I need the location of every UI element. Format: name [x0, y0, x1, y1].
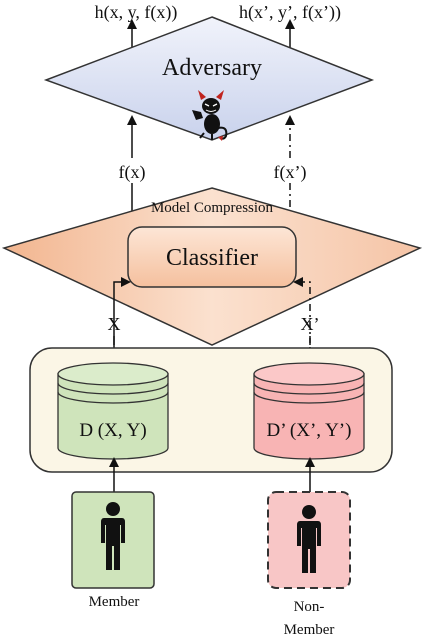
nonmember-person-icon — [297, 505, 321, 573]
member-prediction-label: f(x) — [119, 162, 146, 183]
member-input-label: X — [108, 314, 121, 334]
member-output-label: h(x, y, f(x)) — [95, 2, 178, 23]
nonmember-prediction-label: f(x’) — [274, 162, 307, 183]
nonmember-label-line1: Non- — [294, 599, 325, 615]
member-database — [57, 362, 169, 460]
member-person-icon — [101, 502, 125, 570]
member-database-label: D (X, Y) — [79, 420, 146, 441]
nonmember-database — [253, 362, 365, 460]
nonmember-input-arrow — [293, 277, 311, 345]
model-compression-label: Model Compression — [151, 200, 274, 216]
devil-icon — [192, 90, 228, 141]
nonmember-database-label: D’ (X’, Y’) — [267, 420, 352, 441]
nonmember-output-label: h(x’, y’, f(x’)) — [239, 2, 341, 23]
classifier-label: Classifier — [166, 245, 258, 271]
nonmember-label-line2: Member — [284, 622, 335, 638]
member-input-arrow — [113, 277, 131, 345]
member-label: Member — [89, 594, 140, 610]
adversary-label: Adversary — [162, 55, 262, 81]
nonmember-input-label: X’ — [301, 314, 320, 334]
classifier-box — [127, 226, 297, 288]
